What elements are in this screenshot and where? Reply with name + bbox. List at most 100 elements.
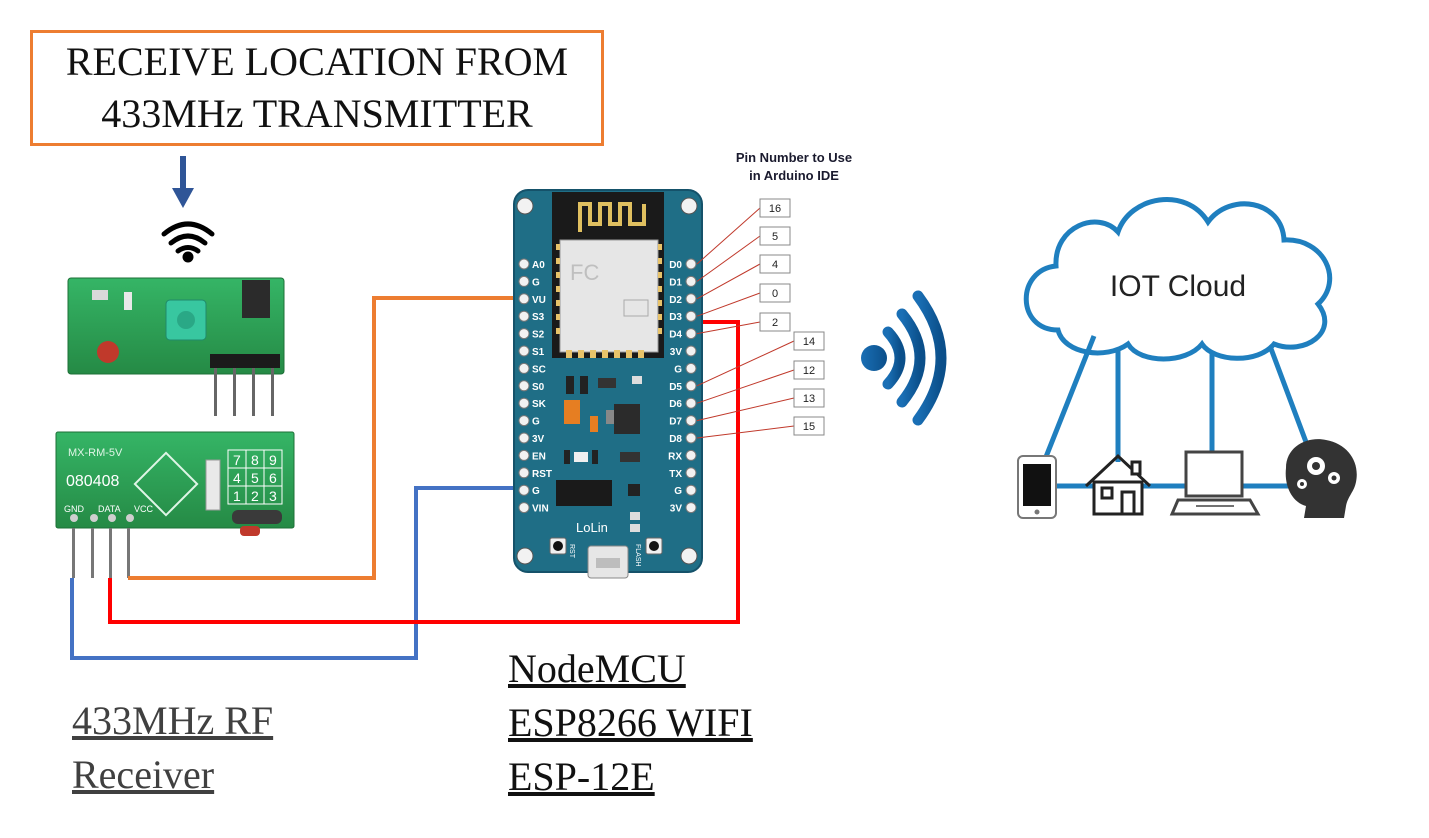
pin-hole <box>685 415 697 427</box>
callout-leader-line <box>696 321 761 335</box>
nodemcu-caption-line2: ESP8266 WIFI <box>508 700 753 745</box>
pin-label: A0 <box>532 260 545 271</box>
pin-label: RX <box>668 451 682 462</box>
pin-label: D3 <box>669 312 682 323</box>
pin-number-label: 4 <box>772 259 778 271</box>
pin-hole <box>518 328 530 340</box>
keypad-key: 9 <box>269 452 277 468</box>
iot-cloud: IOT Cloud <box>1020 197 1340 489</box>
callout-leader-line <box>696 263 761 300</box>
keypad-key: 6 <box>269 470 277 486</box>
pin-label: D8 <box>669 434 682 445</box>
wifi-icon-small <box>161 221 215 263</box>
pin-number-label: 12 <box>803 365 815 377</box>
pin-hole <box>518 502 530 514</box>
pin-number-label: 14 <box>803 336 815 348</box>
keypad-key: 1 <box>233 488 241 504</box>
laptop-icon <box>1169 450 1261 516</box>
callout-box <box>759 283 791 303</box>
callout-box <box>793 416 825 436</box>
pin-hole <box>685 258 697 270</box>
pin-label: 3V <box>532 434 545 445</box>
nodemcu-board: FC LoLin RST FLASH <box>513 189 703 579</box>
nodemcu-caption-line1: NodeMCU <box>508 646 686 691</box>
wireless-signal-icon <box>861 290 947 426</box>
pin-number-label: 15 <box>803 421 815 433</box>
pin-hole <box>518 397 530 409</box>
pin-number-label: 13 <box>803 393 815 405</box>
pin-hole <box>685 484 697 496</box>
pin-hole <box>518 415 530 427</box>
callout-leader-line <box>696 340 795 387</box>
callout-box <box>793 331 825 351</box>
pin-label: S0 <box>532 382 545 393</box>
pin-label: S2 <box>532 330 545 341</box>
rst-button-label: RST <box>568 544 575 559</box>
pin-hole <box>685 397 697 409</box>
pin-hole <box>518 467 530 479</box>
pin-hole <box>685 502 697 514</box>
pin-hole <box>685 275 697 287</box>
receiver-vcc-label: VCC <box>134 504 154 514</box>
pin-number-label: 16 <box>769 203 781 215</box>
rf-receiver-module-bottom: MX-RM-5V 080408 7 8 9 4 5 6 1 2 3 GND DA… <box>55 431 295 578</box>
receiver-model-text: MX-RM-5V <box>68 447 123 459</box>
receiver-gnd-label: GND <box>64 504 85 514</box>
svg-text:FC: FC <box>570 260 599 285</box>
red-wire <box>108 320 740 624</box>
orange-wire <box>128 296 518 580</box>
pin-label: D2 <box>669 295 682 306</box>
pin-hole <box>685 362 697 374</box>
callout-box <box>759 312 791 332</box>
callout-box <box>759 198 791 218</box>
pin-hole <box>518 362 530 374</box>
pin-label: 3V <box>670 504 683 515</box>
pin-hole <box>518 310 530 322</box>
pin-hole <box>518 432 530 444</box>
pin-hole <box>518 293 530 305</box>
blue-wire <box>70 486 518 660</box>
pin-label: EN <box>532 451 546 462</box>
board-brand-label: LoLin <box>576 520 608 535</box>
receiver-caption: 433MHz RF Receiver <box>72 694 273 802</box>
receiver-code-text: 080408 <box>66 473 119 490</box>
callout-box <box>759 254 791 274</box>
pin-label: TX <box>669 469 682 480</box>
pin-header-title-line2: in Arduino IDE <box>749 168 839 183</box>
phone-icon <box>1017 455 1057 519</box>
pin-number-label: 5 <box>772 231 778 243</box>
nodemcu-caption: NodeMCU ESP8266 WIFI ESP-12E <box>508 642 753 804</box>
pin-label: S1 <box>532 347 545 358</box>
pin-hole <box>685 310 697 322</box>
pin-hole <box>518 345 530 357</box>
pin-label: VU <box>532 295 546 306</box>
pin-hole <box>518 258 530 270</box>
pin-label: D0 <box>669 260 682 271</box>
keypad-key: 4 <box>233 470 241 486</box>
pin-label: S3 <box>532 312 545 323</box>
pin-hole <box>685 432 697 444</box>
pin-hole <box>518 380 530 392</box>
pin-label: RST <box>532 469 552 480</box>
receiver-caption-line2: Receiver <box>72 752 215 797</box>
title-box: RECEIVE LOCATION FROM 433MHz TRANSMITTER <box>30 30 604 146</box>
callout-leader-line <box>696 397 795 422</box>
rf-receiver-module-top <box>67 277 285 416</box>
pin-number-label: 2 <box>772 317 778 329</box>
pin-label: G <box>532 277 540 288</box>
cloud-label: IOT Cloud <box>1110 270 1246 303</box>
callout-box <box>793 388 825 408</box>
keypad-key: 8 <box>251 452 259 468</box>
pin-label: VIN <box>532 504 549 515</box>
callout-leader-line <box>696 369 795 404</box>
pin-hole <box>685 345 697 357</box>
callout-leader-line <box>696 207 761 265</box>
pin-hole <box>518 275 530 287</box>
pin-label: D6 <box>669 399 682 410</box>
pin-hole <box>685 467 697 479</box>
flash-button-label: FLASH <box>634 544 641 567</box>
pin-number-label: 0 <box>772 288 778 300</box>
